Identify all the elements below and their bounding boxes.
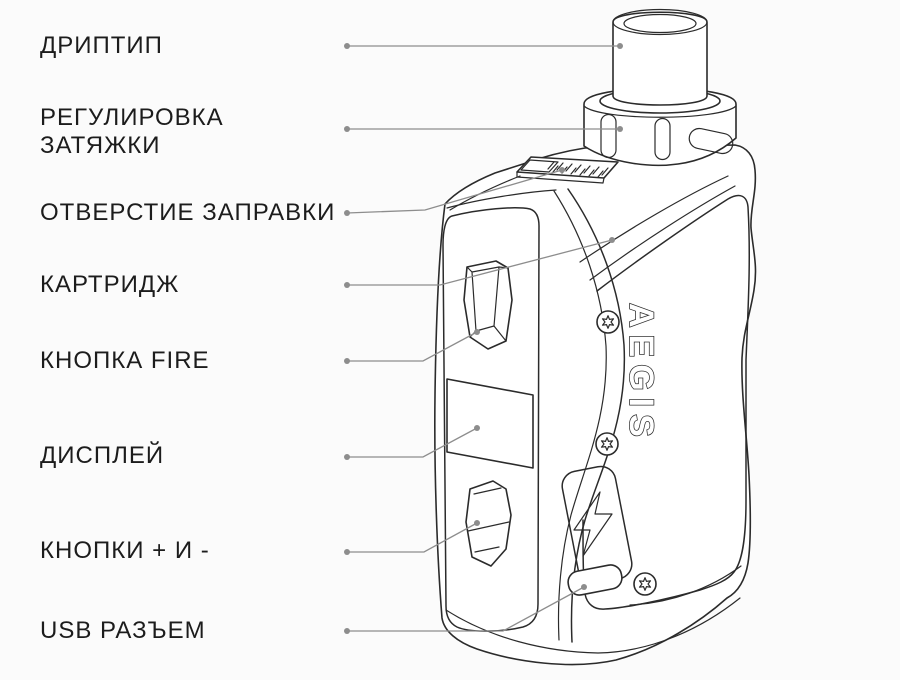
armor-band-1 <box>579 175 729 263</box>
leader-usb <box>344 584 587 634</box>
top-bevel-line <box>449 175 521 211</box>
drip-tip-bore <box>623 13 697 34</box>
label-fill-hole: ОТВЕРСТИЕ ЗАПРАВКИ <box>40 199 336 226</box>
front-panel-outline <box>442 207 540 632</box>
collar-rim-front <box>583 105 737 118</box>
leader-lines <box>344 43 623 634</box>
body-silhouette <box>434 144 757 666</box>
leader-display <box>344 425 480 460</box>
armor-band-2 <box>589 185 736 281</box>
leader-fill-hole <box>344 167 565 216</box>
drip-tip <box>612 8 708 106</box>
front-right-corner-inner <box>553 190 607 641</box>
front-panel <box>442 207 540 632</box>
lightning-icon <box>573 491 613 557</box>
fill-port <box>516 156 619 184</box>
leader-cartridge <box>344 237 615 288</box>
airflow-slot-pill <box>688 127 734 155</box>
label-display: ДИСПЛЕЙ <box>40 442 165 469</box>
leader-drip-tip <box>344 43 623 49</box>
side-panel: AEGIS <box>561 175 751 610</box>
leader-airflow <box>344 126 623 132</box>
fill-port-plug <box>520 159 559 173</box>
side-armor-plate <box>582 194 751 610</box>
base-seam <box>445 597 741 654</box>
leader-plus-minus <box>344 520 480 555</box>
airflow-slot-1 <box>600 113 617 159</box>
torx-screw-middle <box>595 432 619 456</box>
fill-port-plate <box>516 156 619 179</box>
airflow-slot-2 <box>654 117 671 161</box>
torx-screw-bottom <box>633 572 657 596</box>
label-drip-tip: ДРИПТИП <box>40 32 163 59</box>
display-screen <box>446 378 534 469</box>
label-airflow-adjustment: РЕГУЛИРОВКА ЗАТЯЖКИ <box>40 104 224 159</box>
front-top-edge <box>446 189 557 209</box>
leader-fire-button <box>344 329 480 364</box>
label-usb-port: USB РАЗЪЕМ <box>40 617 206 644</box>
brand-logo: AEGIS <box>622 303 660 444</box>
label-plus-minus-buttons: КНОПКИ + И - <box>40 537 210 564</box>
plus-minus-buttons <box>465 480 512 567</box>
fire-button <box>463 260 513 350</box>
label-fire-button: КНОПКА FIRE <box>40 347 210 374</box>
torx-screw-top <box>596 310 620 334</box>
label-cartridge: КАРТРИДЖ <box>40 271 180 298</box>
